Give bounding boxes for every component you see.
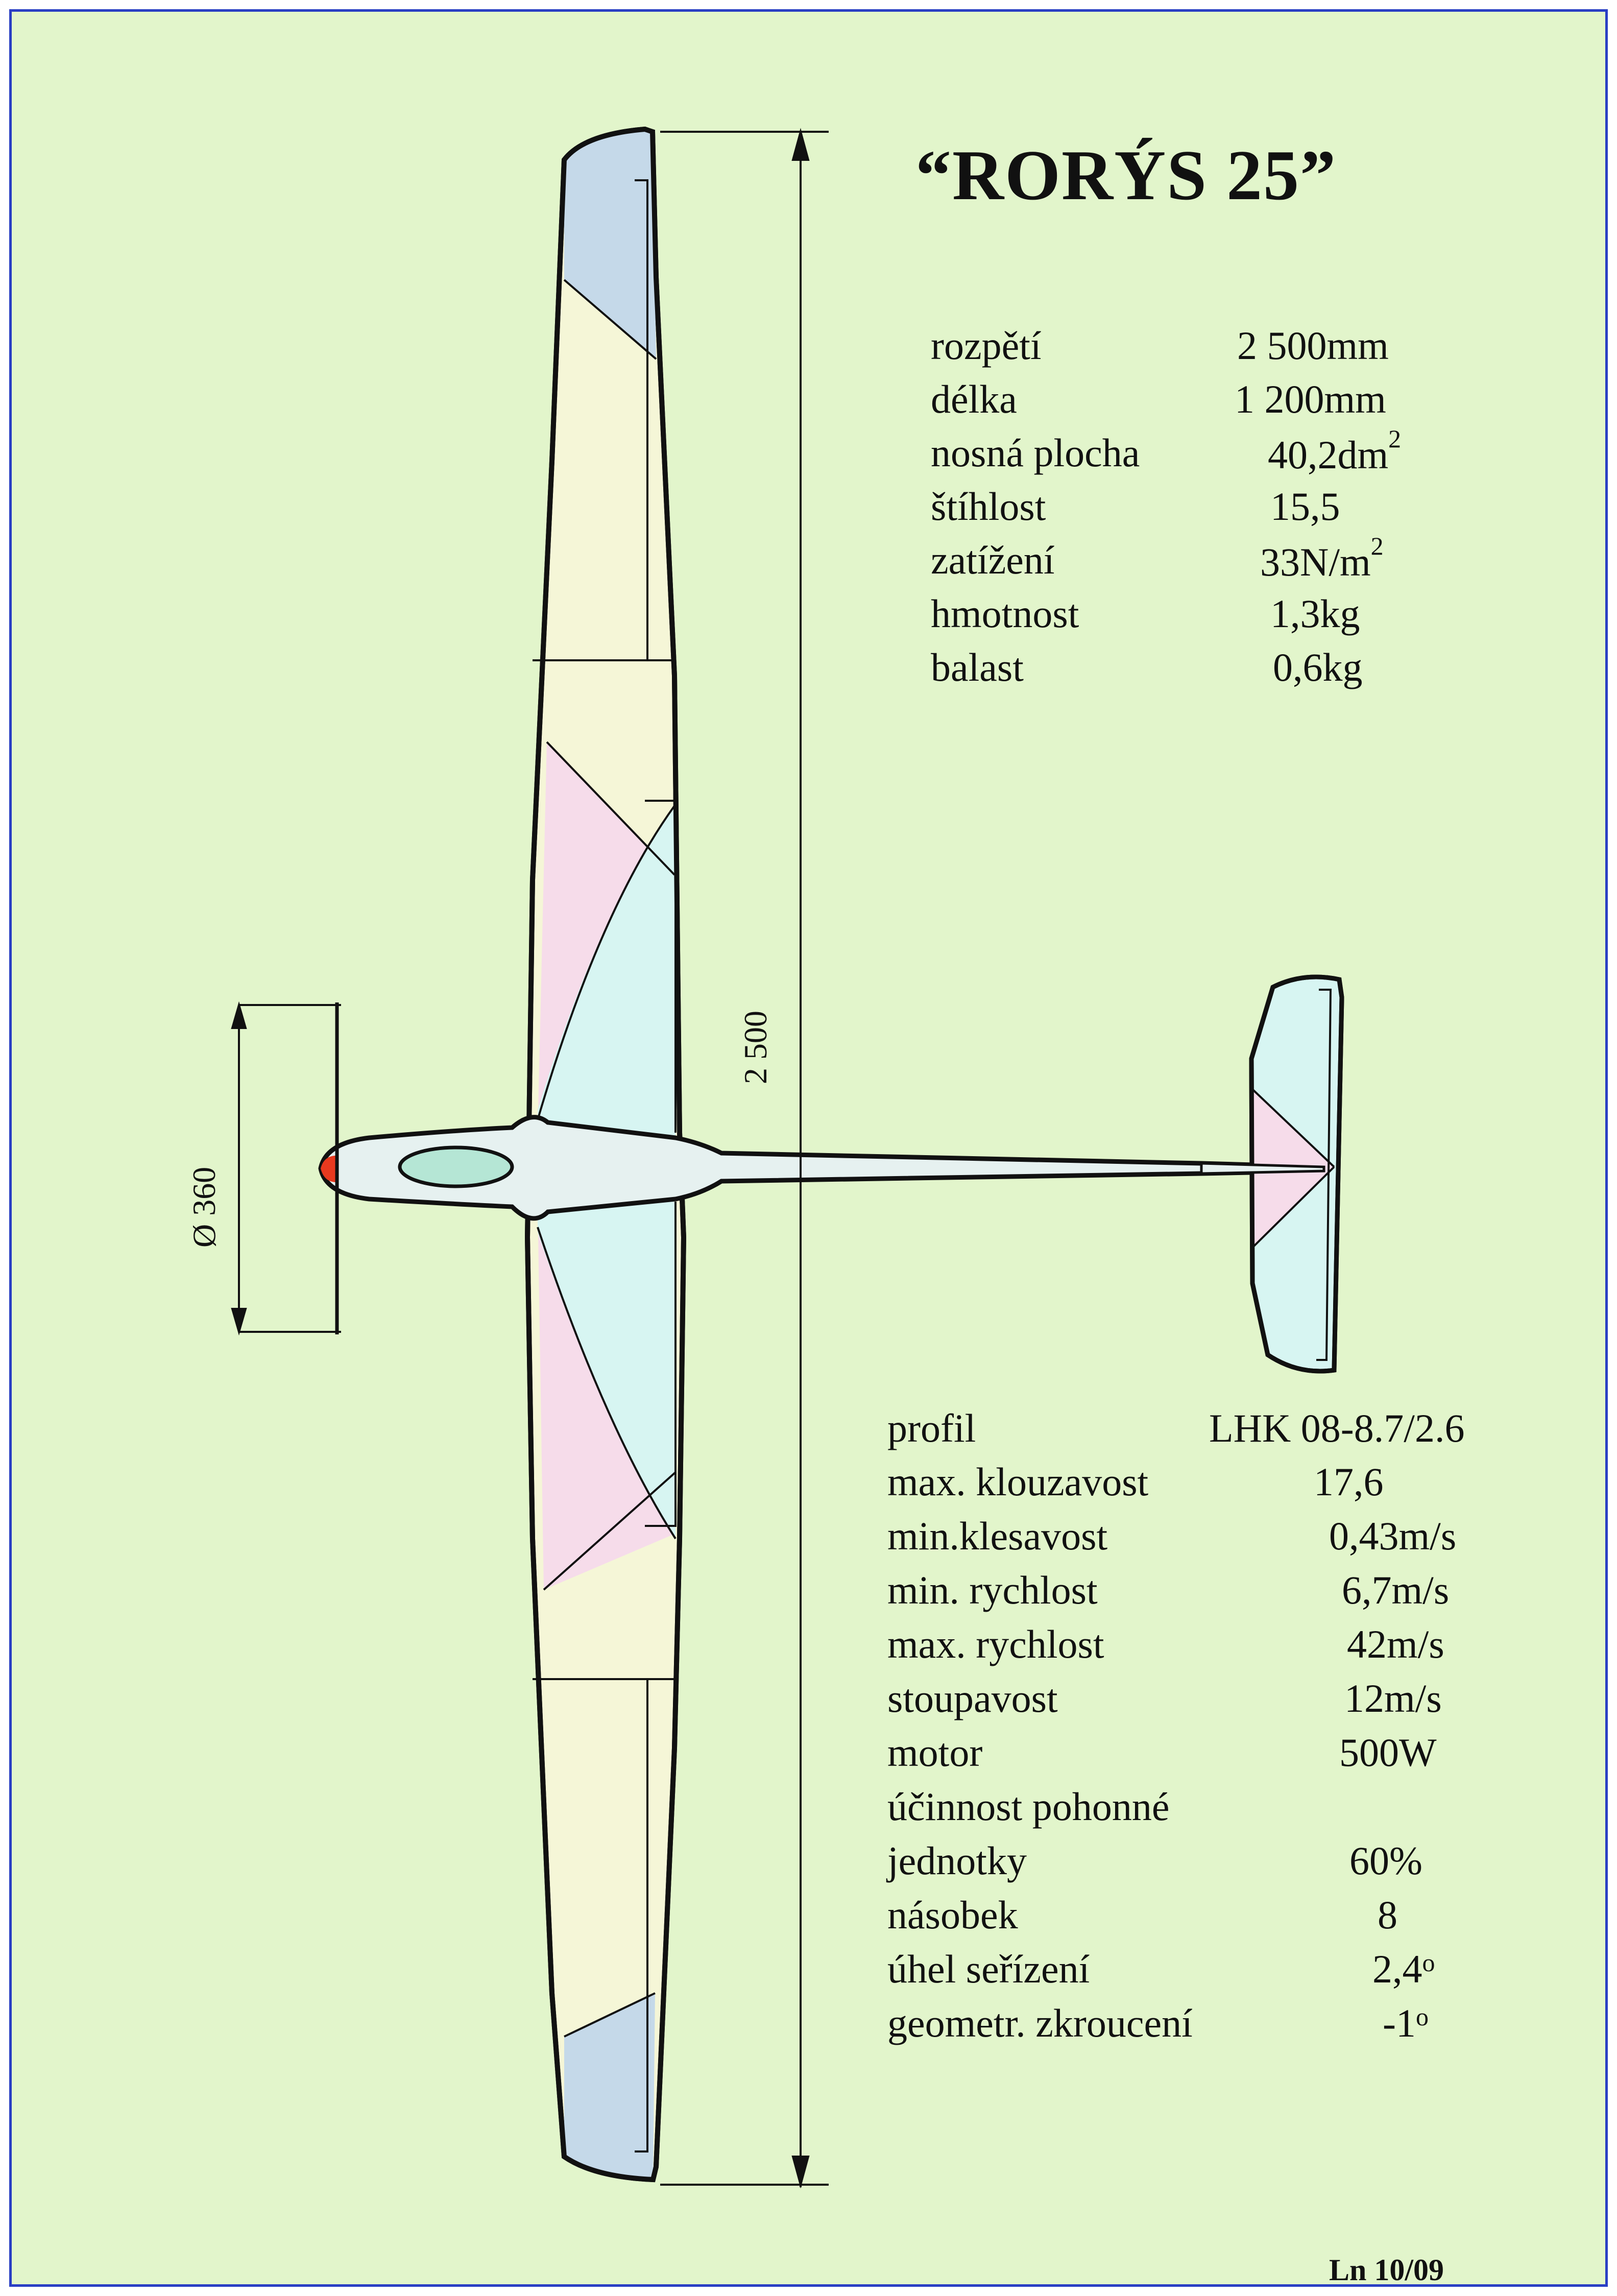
spec-value: 17,6 <box>1314 1460 1384 1504</box>
spec-label: stoupavost <box>887 1676 1058 1720</box>
spec-label: úhel seřízení <box>887 1947 1090 1991</box>
spec-value: 33N/m2 <box>1260 532 1384 584</box>
spec-label: geometr. zkroucení <box>887 2001 1193 2045</box>
spec-value: 60% <box>1349 1838 1422 1883</box>
spec-label: motor <box>887 1730 983 1775</box>
spec-label: zatížení <box>931 538 1055 582</box>
spec-label: min. rychlost <box>887 1568 1098 1612</box>
spec-value: 15,5 <box>1270 484 1340 529</box>
spec-label: násobek <box>887 1893 1018 1937</box>
spec-value: 12m/s <box>1344 1676 1442 1720</box>
spec-label: max. rychlost <box>887 1622 1104 1666</box>
span-dimension-label: 2 500 <box>737 1011 774 1084</box>
wing-panel-cyan-lower <box>538 1202 675 1539</box>
spec-label: hmotnost <box>931 591 1079 636</box>
spec-label: nosná plocha <box>931 430 1140 475</box>
spec-label: min.klesavost <box>887 1514 1108 1558</box>
wing-tip-upper <box>564 129 656 359</box>
spec-label: účinnost pohonné <box>887 1784 1170 1829</box>
page-title: “RORÝS 25” <box>915 136 1337 215</box>
spec-value: LHK 08-8.7/2.6 <box>1209 1406 1465 1450</box>
drawing-sheet: 2 500 Ø 360 “RORÝS 25” rozpětí délka nos… <box>9 9 1608 2287</box>
wing-tip-lower <box>564 1993 655 2180</box>
canopy <box>398 1145 514 1188</box>
spec-value: -1o <box>1383 2001 1429 2045</box>
spinner <box>321 1155 339 1183</box>
spec-value: 8 <box>1378 1893 1397 1937</box>
spec-value: 0,43m/s <box>1329 1514 1457 1558</box>
span-dimension <box>660 128 829 2189</box>
spec-value: 42m/s <box>1347 1622 1444 1666</box>
prop-dimension-label: Ø 360 <box>186 1166 222 1248</box>
author-signature: Ln 10/09 <box>1329 2253 1444 2287</box>
spec-value: 500W <box>1339 1730 1437 1775</box>
spec-label: max. klouzavost <box>887 1460 1149 1504</box>
spec-label: balast <box>931 645 1024 689</box>
spec-value: 1 200mm <box>1235 377 1386 421</box>
glider-drawing <box>231 126 1344 2189</box>
spec-value: 1,3kg <box>1270 591 1360 636</box>
spec-label: délka <box>931 377 1017 421</box>
spec-value: 2,4o <box>1372 1947 1435 1991</box>
spec-value: 0,6kg <box>1273 645 1363 689</box>
prop-dimension <box>231 1001 341 1336</box>
spec-label: profil <box>887 1406 976 1450</box>
spec-label: jednotky <box>887 1838 1027 1883</box>
spec-label: štíhlost <box>931 484 1046 529</box>
spec-value: 40,2dm2 <box>1268 424 1402 477</box>
wing-panel-cyan-upper <box>538 806 675 1135</box>
spec-value: 2 500mm <box>1237 323 1389 368</box>
spec-label: rozpětí <box>931 323 1042 368</box>
spec-value: 6,7m/s <box>1342 1568 1450 1612</box>
